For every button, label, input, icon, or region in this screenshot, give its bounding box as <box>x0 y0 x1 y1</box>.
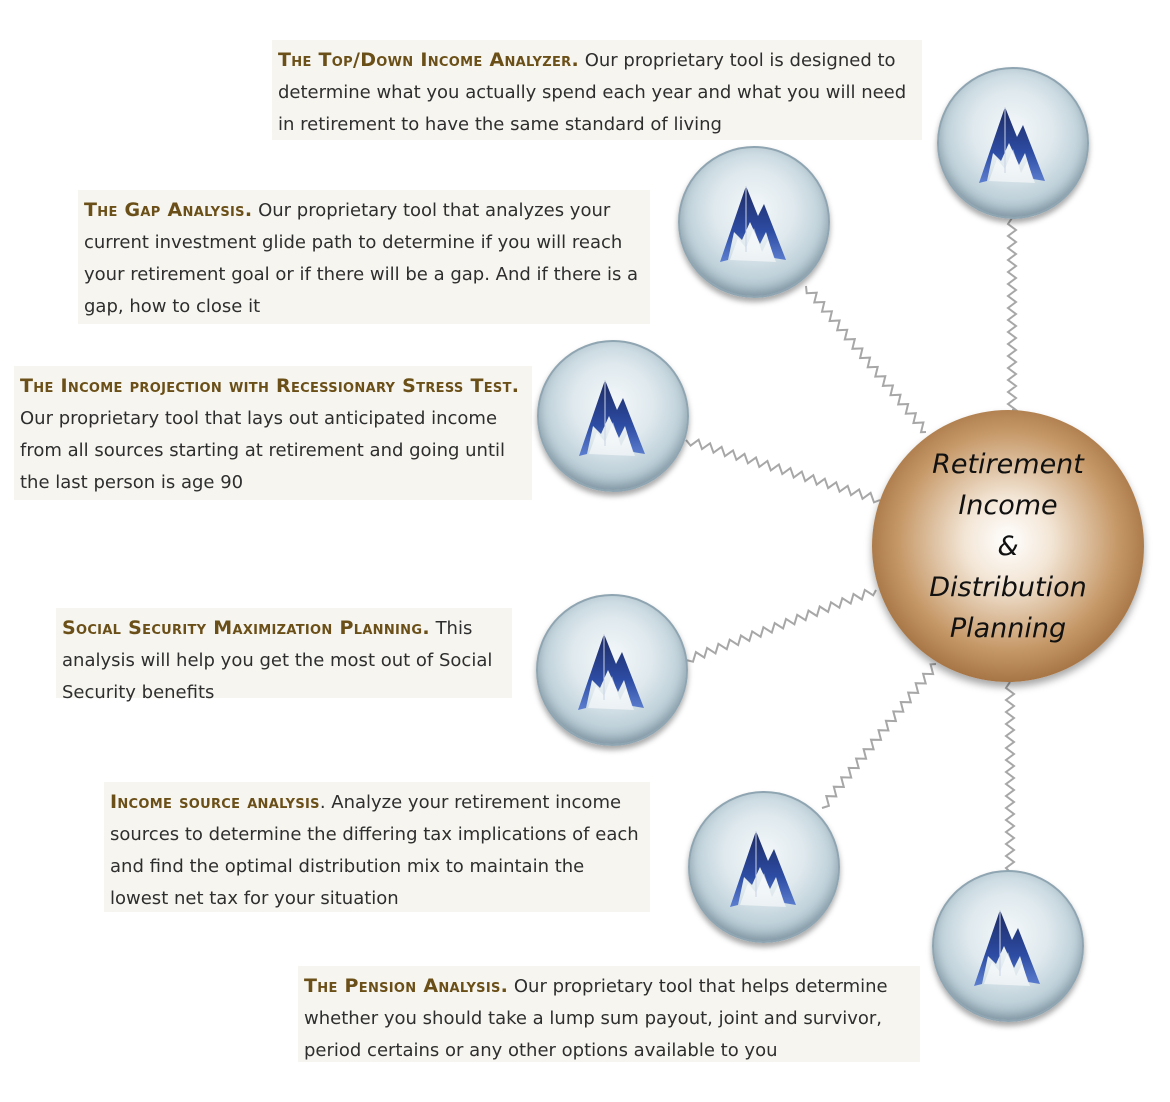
tool-title: Social Security Maximization Planning. <box>62 617 430 639</box>
tool-node-income-source <box>688 791 840 943</box>
hub-line: Distribution <box>929 571 1087 603</box>
tool-title: The Pension Analysis. <box>304 975 509 997</box>
tool-node-income-projection <box>537 340 689 492</box>
tool-text: Our proprietary tool is designed to dete… <box>278 50 907 135</box>
tool-desc-top-down: The Top/Down Income Analyzer. Our propri… <box>272 40 922 140</box>
tool-text: Our proprietary tool that helps determin… <box>304 976 888 1061</box>
tool-text: Our proprietary tool that lays out antic… <box>20 408 505 493</box>
connector-income-projection <box>685 438 881 504</box>
tool-title: The Gap Analysis. <box>84 199 253 221</box>
mountain-logo-icon <box>579 380 645 456</box>
connector-income-source <box>821 663 937 809</box>
tool-node-gap-analysis <box>678 146 830 298</box>
tool-title: The Top/Down Income Analyzer. <box>278 49 579 71</box>
connector-top-down <box>1006 217 1019 411</box>
tool-title: The Income projection with Recessionary … <box>20 375 520 397</box>
mountain-logo-icon <box>578 634 644 710</box>
hub-line: Planning <box>949 612 1067 644</box>
mountain-logo-icon <box>730 831 796 907</box>
tool-text: Our proprietary tool that analyzes your … <box>84 200 639 317</box>
hub-line: Retirement <box>932 448 1084 480</box>
mountain-logo-icon <box>979 107 1045 183</box>
connector-social-security <box>685 588 877 663</box>
tool-desc-income-source: Income source analysis. Analyze your ret… <box>104 782 650 912</box>
hub-line: & <box>997 530 1019 562</box>
tool-node-pension <box>932 870 1084 1022</box>
tool-desc-income-projection: The Income projection with Recessionary … <box>14 366 532 500</box>
mountain-logo-icon <box>974 910 1040 986</box>
tool-desc-pension: The Pension Analysis. Our proprietary to… <box>298 966 920 1062</box>
tool-node-social-security <box>536 594 688 746</box>
tool-title: Income source analysis <box>110 791 320 813</box>
tool-text: This analysis will help you get the most… <box>62 618 493 703</box>
central-hub: Retirement Income & Distribution Plannin… <box>872 410 1144 682</box>
hub-line: Income <box>958 489 1058 521</box>
mountain-logo-icon <box>720 186 786 262</box>
connector-gap <box>805 285 927 434</box>
connector-pension <box>1004 681 1016 873</box>
tool-desc-social-security: Social Security Maximization Planning. T… <box>56 608 512 703</box>
tool-node-top-down <box>937 67 1089 219</box>
tool-desc-gap-analysis: The Gap Analysis. Our proprietary tool t… <box>78 190 650 324</box>
tool-text: . Analyze your retirement income sources… <box>110 792 639 909</box>
